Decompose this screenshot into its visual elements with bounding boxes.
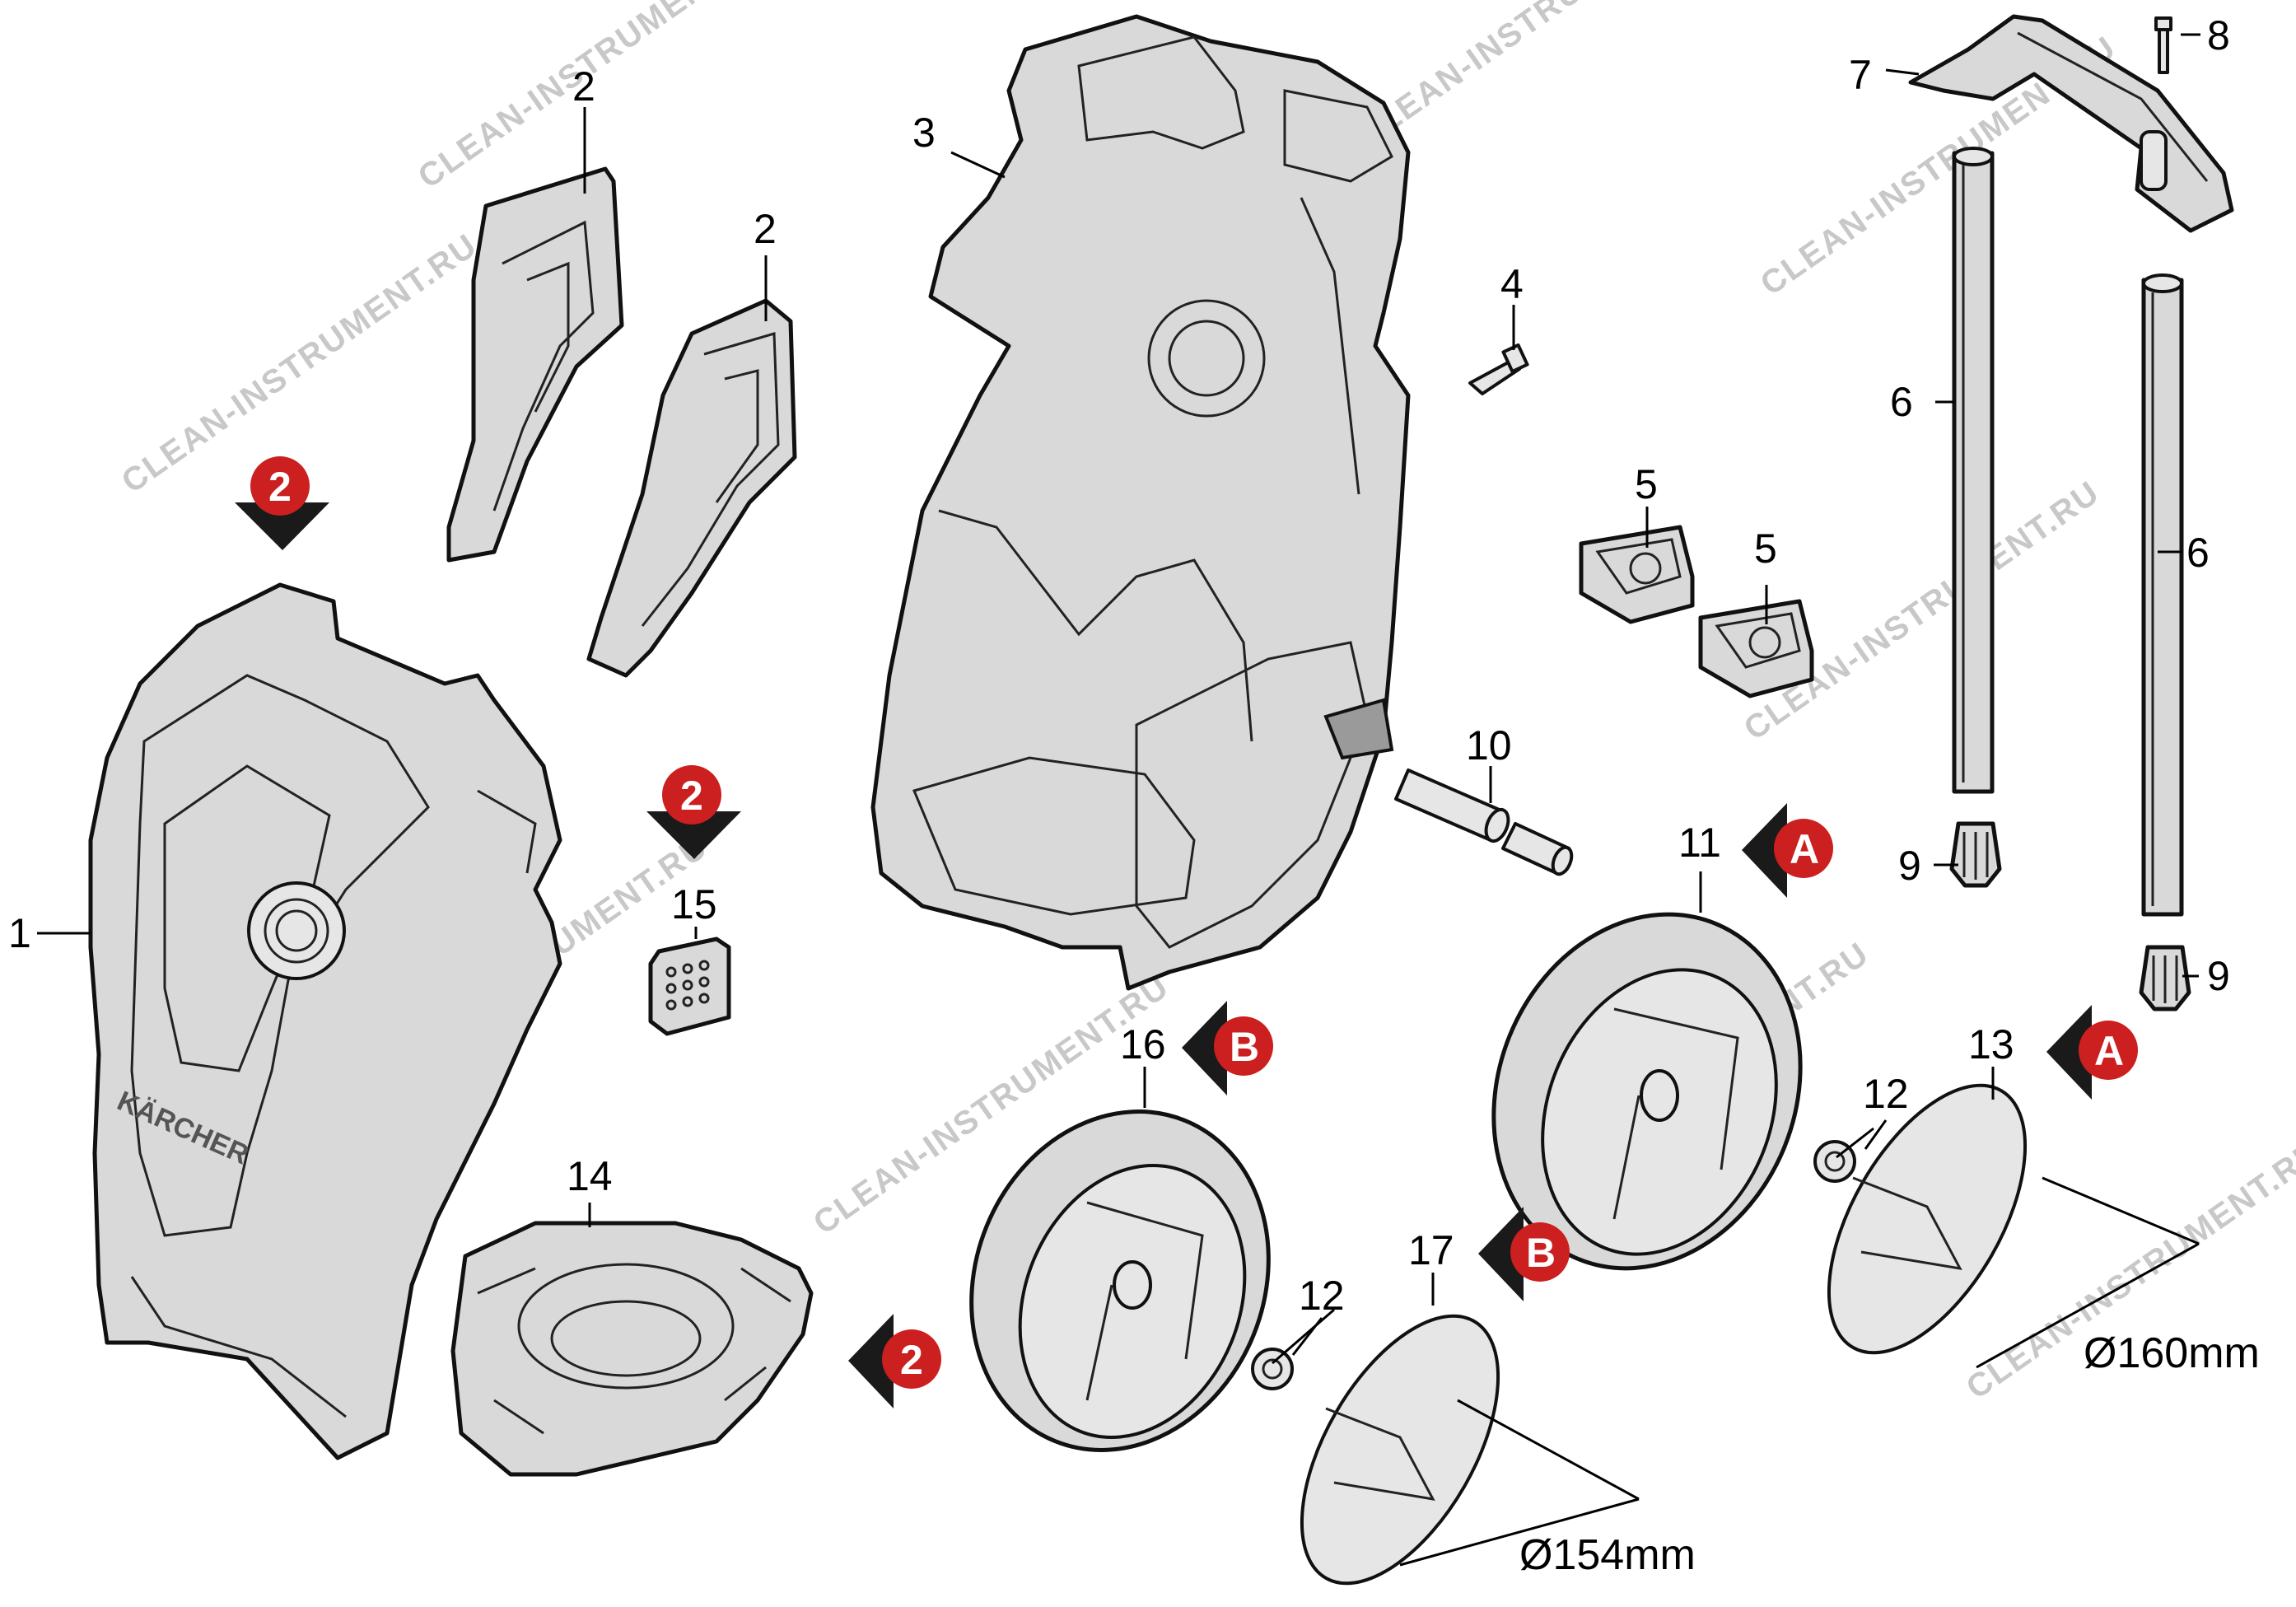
callout-13: 13 <box>1968 1021 2014 1067</box>
marker-A-lower: A <box>2046 1005 2138 1100</box>
marker-B-upper: B <box>1182 1001 1273 1095</box>
callout-4: 4 <box>1500 261 1524 307</box>
filter-holes-icon <box>665 960 710 1011</box>
watermark-text: CLEAN-INSTRUMENT.RU <box>1351 0 1720 154</box>
marker-B-lower: B <box>1478 1207 1570 1301</box>
pin-part-10 <box>1394 768 1574 876</box>
clip-part-5-upper <box>1579 525 1695 624</box>
filter-part-15 <box>648 937 731 1036</box>
callout-2-left: 2 <box>572 63 595 110</box>
main-frame <box>870 14 1411 991</box>
callout-7: 7 <box>1849 52 1872 98</box>
dimension-lines <box>1399 1176 2200 1567</box>
watermark-text: CLEAN-INSTRUMENT.RU <box>412 0 781 195</box>
svg-text:B: B <box>1230 1024 1259 1070</box>
screw-part-8 <box>2154 16 2172 74</box>
callout-2-right: 2 <box>754 206 777 252</box>
watermark-text: CLEAN-INSTRUMENT.RU <box>115 227 484 500</box>
callout-14: 14 <box>567 1153 613 1199</box>
clip-part-5-lower <box>1698 599 1814 698</box>
callout-8: 8 <box>2207 12 2230 58</box>
callout-1: 1 <box>8 910 31 956</box>
marker-2-top: 2 <box>235 456 329 550</box>
cover-panel-right <box>586 298 797 678</box>
callout-10: 10 <box>1466 722 1512 768</box>
wheel-part-16 <box>969 1109 1271 1452</box>
callout-3: 3 <box>912 110 936 156</box>
hose-connector-icon <box>247 881 346 980</box>
dimension-large-wheel: Ø160mm <box>2084 1329 2260 1377</box>
marker-2-bottom: 2 <box>848 1314 941 1408</box>
washer-part-12-lower <box>1251 1348 1294 1390</box>
hubcap-part-13 <box>1827 1083 2028 1355</box>
screw-part-4 <box>1468 343 1529 395</box>
svg-text:2: 2 <box>268 464 292 510</box>
svg-text:2: 2 <box>680 773 703 819</box>
cover-panel-left <box>446 166 624 563</box>
base-part-14 <box>450 1221 814 1477</box>
tube-part-6-right <box>2141 273 2184 917</box>
callout-16: 16 <box>1120 1021 1166 1067</box>
callout-11: 11 <box>1678 820 1721 866</box>
svg-text:B: B <box>1526 1230 1556 1276</box>
front-housing: KÄRCHER <box>88 582 562 1460</box>
wheel-part-11 <box>1491 912 1803 1271</box>
callout-9-right: 9 <box>2207 953 2230 999</box>
end-cap-part-9-left <box>1949 821 2002 888</box>
svg-text:A: A <box>2094 1028 2124 1074</box>
callout-12-lower: 12 <box>1299 1273 1345 1319</box>
callout-15: 15 <box>671 881 717 927</box>
end-cap-part-9-right <box>2139 945 2191 1011</box>
callout-6-left: 6 <box>1890 379 1913 425</box>
dimension-small-wheel: Ø154mm <box>1519 1531 1696 1579</box>
callout-5-lower: 5 <box>1754 526 1777 572</box>
marker-A-upper: A <box>1742 803 1833 898</box>
callout-12-upper: 12 <box>1863 1071 1909 1117</box>
leader-lines <box>37 33 2200 1365</box>
callout-labels: 1 2 2 3 4 5 5 6 6 7 8 9 9 10 11 12 12 13… <box>8 12 2230 1319</box>
handle-part-7 <box>1908 14 2234 233</box>
svg-text:2: 2 <box>900 1337 923 1383</box>
callout-5-upper: 5 <box>1635 461 1658 507</box>
hubcap-part-17 <box>1300 1314 1500 1586</box>
callout-6-right: 6 <box>2186 530 2210 576</box>
marker-2-mid: 2 <box>646 765 741 859</box>
callout-17: 17 <box>1408 1227 1454 1273</box>
svg-text:A: A <box>1790 826 1819 872</box>
callout-9-left: 9 <box>1898 843 1921 889</box>
tube-part-6-left <box>1952 147 1995 794</box>
